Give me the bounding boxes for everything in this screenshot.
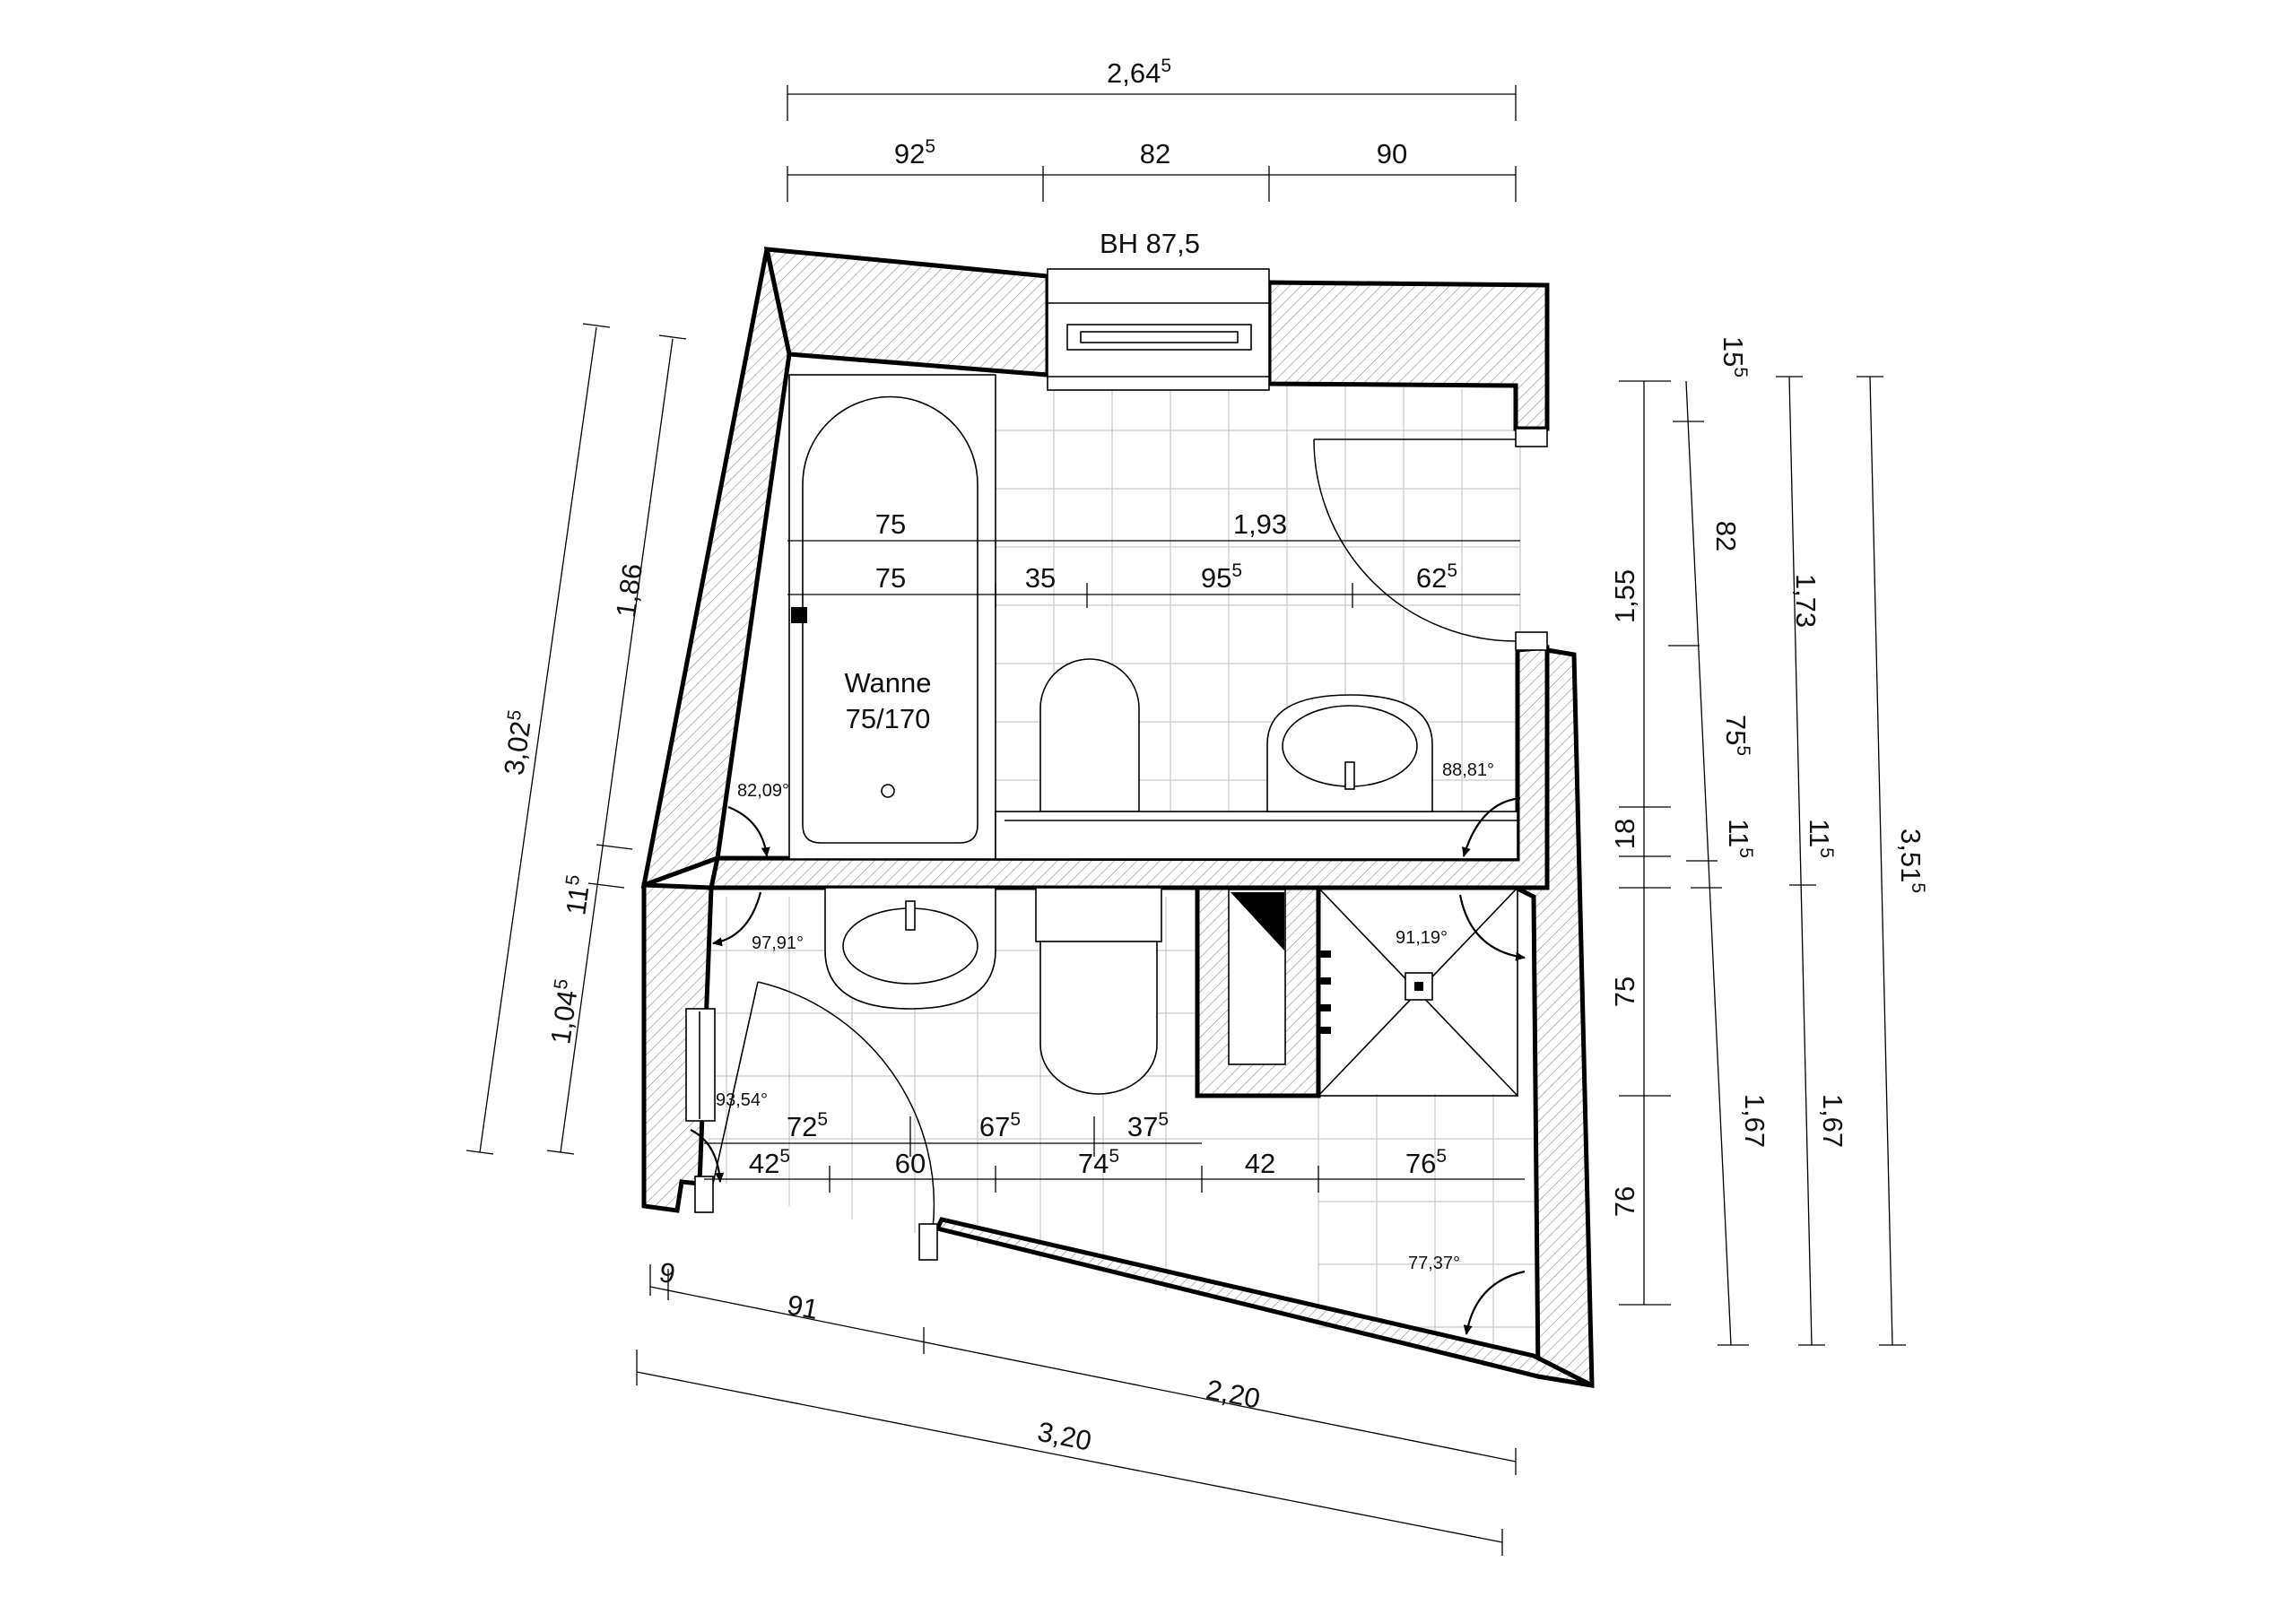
dim-left-mid: 115	[558, 873, 596, 917]
dim-bottom-a: 9	[657, 1256, 678, 1290]
dim-row2-c: 955	[1201, 560, 1242, 594]
dim-lower-row1-b: 675	[979, 1109, 1021, 1142]
dim-right-c3: 1,67	[1817, 1094, 1848, 1148]
dim-lower-row2-e: 765	[1405, 1146, 1447, 1179]
dim-top-overall: 2,645	[1107, 56, 1171, 89]
dim-row2-b: 35	[1025, 562, 1056, 594]
window	[1047, 268, 1270, 391]
dim-right-a3: 75	[1609, 976, 1640, 1007]
dim-right-b1: 155	[1718, 336, 1751, 378]
dim-right-b3: 755	[1720, 715, 1753, 756]
angle-label-1: 82,09°	[737, 781, 789, 801]
wall-east	[1514, 647, 1595, 1388]
toilet-lower	[1035, 887, 1162, 1095]
tub-label-line1: Wanne	[844, 667, 931, 699]
dimension-lines	[465, 85, 1906, 1556]
bathtub	[788, 374, 996, 860]
angle-label-5: 93,54°	[716, 1090, 768, 1110]
window-label: BH 87,5	[1100, 228, 1200, 259]
dim-bottom-b: 91	[785, 1289, 822, 1325]
wall-north-left	[763, 247, 1050, 378]
dim-right-c2: 115	[1804, 819, 1837, 858]
dim-lower-row1-a: 725	[787, 1109, 828, 1142]
bench-shelf	[995, 811, 1518, 860]
dim-row1-b: 1,93	[1233, 508, 1287, 540]
dim-bottom-c: 2,20	[1204, 1374, 1263, 1415]
dim-right-a1: 1,55	[1609, 569, 1640, 623]
dim-row2-a: 75	[875, 562, 906, 594]
dim-lower-row2-a: 425	[749, 1146, 790, 1179]
wall-north-right	[1266, 280, 1550, 431]
angle-label-3: 97,91°	[752, 933, 804, 953]
tile-grid	[709, 375, 1543, 1358]
dim-lower-row1-c: 375	[1127, 1109, 1169, 1142]
angle-label-2: 88,81°	[1442, 760, 1494, 780]
tub-faucet	[791, 607, 807, 623]
dim-right-c1: 1,73	[1790, 574, 1822, 628]
dim-right-b4: 115	[1723, 819, 1756, 858]
angle-label-4: 91,19°	[1396, 928, 1448, 948]
dim-right-a4: 76	[1609, 1186, 1640, 1217]
dim-lower-row2-b: 60	[895, 1148, 926, 1179]
shower	[1318, 887, 1518, 1097]
door-upper	[1313, 428, 1548, 651]
dim-top-seg3: 90	[1377, 138, 1407, 169]
toilet-upper	[1039, 658, 1140, 812]
dim-top-seg1: 925	[894, 136, 935, 169]
tub-label-line2: 75/170	[846, 703, 931, 734]
dim-lower-row2-d: 42	[1245, 1148, 1275, 1179]
dim-top-seg2: 82	[1140, 138, 1170, 169]
sink-lower	[824, 887, 996, 1010]
niche-fill	[1231, 892, 1284, 950]
door-lower	[685, 981, 938, 1261]
dim-left-upper: 1,86	[610, 561, 648, 620]
sink-upper	[1266, 694, 1433, 812]
angle-label-6: 77,37°	[1408, 1254, 1460, 1273]
dim-right-b5: 1,67	[1739, 1094, 1770, 1148]
sink-upper-tap	[1344, 761, 1355, 790]
dim-right-a2: 18	[1609, 819, 1640, 849]
dim-left-lower: 1,045	[543, 977, 585, 1046]
dim-right-b2: 82	[1710, 521, 1742, 551]
wall-south	[934, 1217, 1594, 1388]
angle-arcs	[690, 796, 1526, 1335]
dim-row1-a: 75	[875, 508, 906, 540]
walls	[640, 247, 1595, 1388]
dim-row2-d: 625	[1416, 560, 1457, 594]
dim-bottom-overall: 3,20	[1035, 1416, 1094, 1457]
dim-left-overall: 3,025	[496, 708, 538, 777]
dim-lower-row2-c: 745	[1078, 1146, 1119, 1179]
dim-right-d1: 3,515	[1895, 829, 1928, 893]
